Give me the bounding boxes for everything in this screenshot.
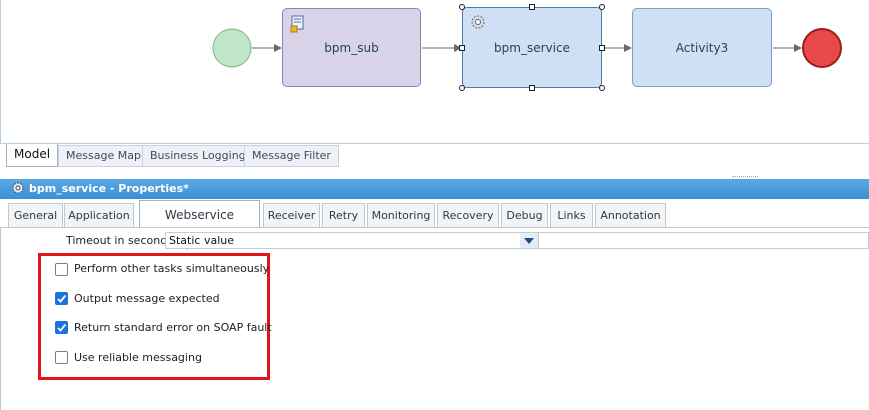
resize-handle[interactable] <box>599 45 605 51</box>
timeout-label: Timeout in seconds <box>66 234 173 247</box>
checkbox-label[interactable]: Use reliable messaging <box>74 351 202 364</box>
tab-debug[interactable]: Debug <box>501 203 548 227</box>
tab-message-map[interactable]: Message Map <box>58 145 149 167</box>
output-message-expected-checkbox[interactable] <box>55 292 68 305</box>
gear-icon <box>470 14 486 33</box>
gear-icon <box>11 181 25 198</box>
checkbox-label[interactable]: Perform other tasks simultaneously <box>74 262 270 275</box>
resize-handle[interactable] <box>599 85 605 91</box>
tab-links[interactable]: Links <box>550 203 593 227</box>
checkbox-label[interactable]: Output message expected <box>74 292 220 305</box>
resize-handle[interactable] <box>529 4 535 10</box>
node-label: bpm_service <box>494 40 570 55</box>
node-bpm-sub[interactable]: bpm_sub <box>282 8 421 87</box>
panel-grip[interactable] <box>732 176 758 179</box>
use-reliable-messaging-checkbox[interactable] <box>55 351 68 364</box>
node-activity3[interactable]: Activity3 <box>632 8 772 87</box>
node-label: bpm_sub <box>324 40 379 55</box>
return-standard-error-checkbox[interactable] <box>55 321 68 334</box>
diagram-connectors <box>212 28 842 68</box>
tab-recovery[interactable]: Recovery <box>437 203 499 227</box>
checkmark-icon <box>57 323 67 332</box>
checkmark-icon <box>57 294 67 303</box>
resize-handle[interactable] <box>529 85 535 91</box>
node-label: Activity3 <box>675 40 729 55</box>
tab-application[interactable]: Application <box>64 203 134 227</box>
tab-retry[interactable]: Retry <box>322 203 365 227</box>
tab-general[interactable]: General <box>8 203 63 227</box>
node-bpm-service[interactable]: bpm_service <box>462 7 602 88</box>
properties-header-bar <box>0 179 869 199</box>
highlight-annotation <box>38 253 270 380</box>
subprocess-icon <box>290 15 306 36</box>
tab-model[interactable]: Model <box>6 144 59 167</box>
timeout-value-field[interactable] <box>539 232 869 249</box>
perform-other-tasks-checkbox[interactable] <box>55 263 68 276</box>
end-event[interactable] <box>802 28 842 68</box>
tab-monitoring[interactable]: Monitoring <box>367 203 435 227</box>
properties-title: bpm_service - Properties* <box>29 182 189 195</box>
tab-webservice-options[interactable]: Webservice Options <box>139 200 260 250</box>
process-diagram-canvas[interactable]: bpm_sub bpm_service Activity3 <box>0 0 869 144</box>
tab-message-filter[interactable]: Message Filter <box>244 145 339 167</box>
tab-receiver[interactable]: Receiver <box>263 203 320 227</box>
resize-handle[interactable] <box>459 85 465 91</box>
timeout-select[interactable] <box>165 232 539 249</box>
resize-handle[interactable] <box>459 45 465 51</box>
resize-handle[interactable] <box>459 4 465 10</box>
start-event[interactable] <box>212 28 252 68</box>
checkbox-label[interactable]: Return standard error on SOAP fault <box>74 321 272 334</box>
resize-handle[interactable] <box>599 4 605 10</box>
tab-divider <box>0 227 869 228</box>
tab-business-logging[interactable]: Business Logging <box>142 145 254 167</box>
chevron-down-icon[interactable] <box>520 233 538 248</box>
panel-border <box>0 228 1 410</box>
timeout-select-value: Static value <box>169 234 234 247</box>
tab-annotation[interactable]: Annotation <box>595 203 666 227</box>
